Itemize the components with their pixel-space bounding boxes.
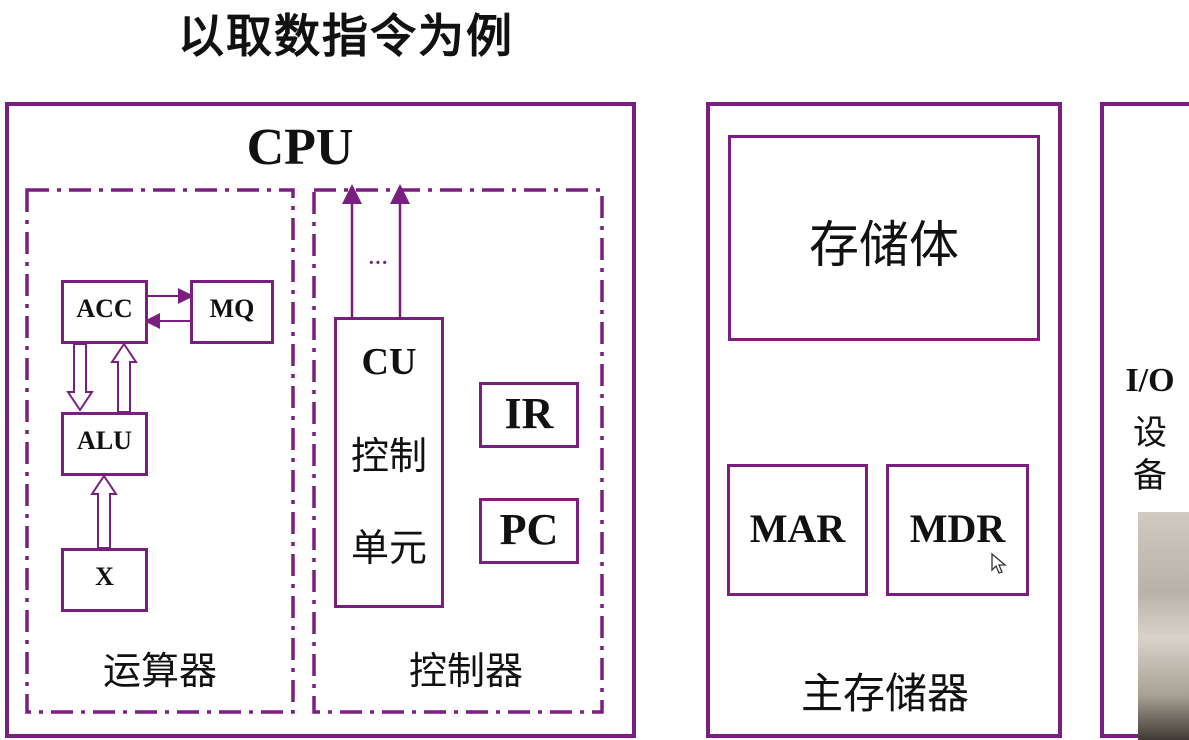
alu-to-acc-arrow — [110, 342, 138, 413]
pc-label: PC — [499, 505, 559, 554]
control-unit-caption: 控制器 — [408, 649, 523, 693]
mouse-cursor-icon — [991, 552, 1007, 574]
io-label-line3: 备 — [1133, 456, 1167, 496]
x-register — [61, 548, 148, 612]
memory-caption: 主存储器 — [800, 669, 969, 718]
pc-register — [479, 498, 579, 564]
mar-register — [727, 464, 868, 596]
mar-label: MAR — [749, 506, 846, 551]
cu-text-line1: 控制 — [350, 434, 427, 478]
mq-register — [190, 280, 274, 344]
x-to-alu-arrow — [90, 474, 118, 549]
x-label: X — [95, 562, 114, 591]
io-label-line2: 设 — [1133, 413, 1167, 453]
alu-label: ALU — [77, 426, 132, 455]
cu-label: CU — [361, 341, 417, 383]
presenter-video-thumbnail — [1138, 512, 1189, 740]
alu-unit-frame — [25, 188, 295, 714]
control-unit-frame — [312, 188, 604, 714]
acc-register — [61, 280, 148, 344]
cu-box — [334, 317, 444, 608]
mdr-register — [886, 464, 1029, 596]
alu-unit-caption: 运算器 — [102, 649, 217, 693]
storage-label: 存储体 — [809, 216, 959, 274]
ir-label: IR — [504, 389, 554, 438]
alu-box — [61, 412, 148, 476]
acc-label: ACC — [76, 294, 133, 323]
mdr-label: MDR — [909, 506, 1006, 551]
acc-to-alu-arrow — [66, 343, 94, 412]
storage-box — [728, 135, 1040, 341]
mq-label: MQ — [209, 294, 255, 323]
cpu-label: CPU — [246, 119, 354, 176]
cu-text-line2: 单元 — [350, 526, 427, 570]
page-title: 以取数指令为例 — [178, 9, 514, 63]
io-label-line1: I/O — [1125, 362, 1175, 399]
ir-register — [479, 382, 579, 448]
cu-ellipsis: ··· — [367, 252, 388, 274]
